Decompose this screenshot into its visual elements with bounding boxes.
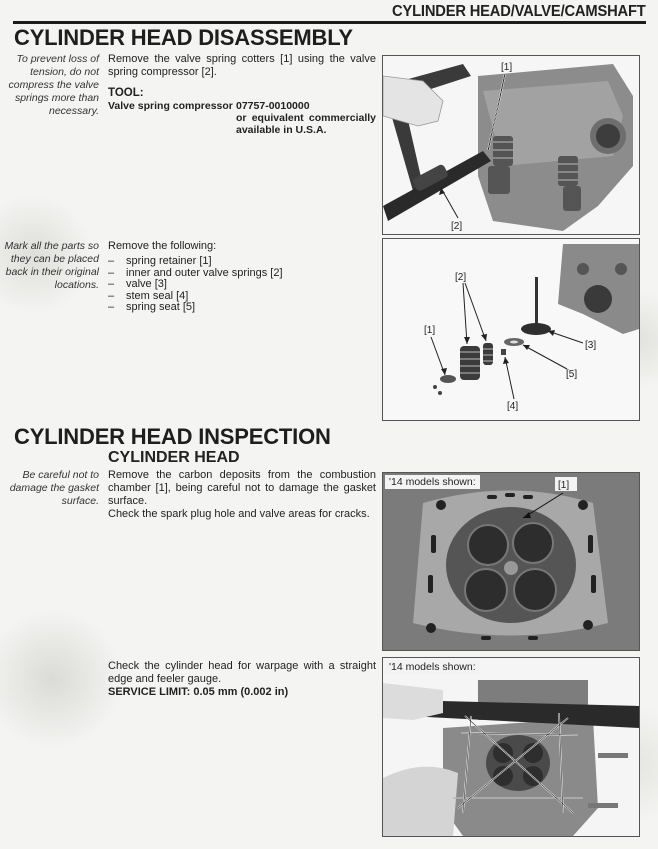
section-header: CYLINDER HEAD/VALVE/CAMSHAFT — [392, 3, 646, 20]
crack-check-text: Check the spark plug hole and valve area… — [108, 508, 370, 520]
callout-3: [3] — [585, 340, 596, 351]
disassembly-step2: Remove the following: spring retainer [1… — [108, 240, 376, 314]
tool-name: Valve spring compressor — [108, 100, 233, 112]
tool-number-block: 07757-0010000 or equivalent commercially… — [236, 100, 376, 136]
disassembly-step1: Remove the valve spring cotters [1] usin… — [108, 53, 376, 136]
warpage-check-illustration — [383, 658, 639, 836]
remove-intro: Remove the following: — [108, 240, 217, 252]
callout-1: [1] — [424, 325, 435, 336]
list-item: spring seat [5] — [108, 301, 376, 314]
tool-label: TOOL: — [108, 87, 144, 99]
tool-alternative: or equivalent commercially available in … — [236, 112, 376, 136]
figure-caption: '14 models shown: — [385, 475, 480, 489]
inspection-step1: Remove the carbon deposits from the comb… — [108, 469, 376, 521]
list-item: stem seal [4] — [108, 290, 376, 303]
disassembly-title: CYLINDER HEAD DISASSEMBLY — [14, 25, 353, 50]
caution-note-gasket: Be careful not to damage the gasket surf… — [9, 469, 99, 507]
spring-compressor-illustration: [1] [2] — [383, 56, 639, 234]
figure-combustion-chamber: [1] '14 models shown: — [382, 472, 640, 651]
step1-text: Remove the valve spring cotters [1] usin… — [108, 53, 376, 78]
callout-1: [1] — [558, 480, 569, 491]
list-item: spring retainer [1] — [108, 255, 376, 268]
caution-note-tension: To prevent loss of tension, do not compr… — [8, 53, 99, 117]
service-limit: SERVICE LIMIT: 0.05 mm (0.002 in) — [108, 686, 289, 698]
tool-number: 07757-0010000 — [236, 100, 310, 112]
remove-list: spring retainer [1] inner and outer valv… — [108, 255, 376, 314]
combustion-chamber-illustration: [1] — [383, 473, 639, 650]
list-item: valve [3] — [108, 278, 376, 291]
header-rule — [13, 21, 646, 24]
callout-2: [2] — [451, 221, 462, 232]
figure-valve-parts: [2] [1] [3] [5] [4] — [382, 238, 640, 421]
inspection-subtitle: CYLINDER HEAD — [108, 449, 240, 466]
valve-parts-illustration: [2] [1] [3] [5] [4] — [383, 239, 639, 420]
callout-1: [1] — [501, 62, 512, 73]
tool-row: Valve spring compressor 07757-0010000 or… — [108, 100, 376, 136]
warpage-text: Check the cylinder head for warpage with… — [108, 660, 376, 685]
inspection-step2: Check the cylinder head for warpage with… — [108, 660, 376, 699]
figure-spring-compressor: [1] [2] — [382, 55, 640, 235]
inspection-title: CYLINDER HEAD INSPECTION — [14, 424, 331, 449]
callout-5: [5] — [566, 369, 577, 380]
figure-caption: '14 models shown: — [385, 660, 480, 674]
note-mark-parts: Mark all the parts so they can be placed… — [4, 240, 99, 291]
figure-warpage-check: '14 models shown: — [382, 657, 640, 837]
callout-4: [4] — [507, 401, 518, 412]
callout-2: [2] — [455, 272, 466, 283]
carbon-deposit-text: Remove the carbon deposits from the comb… — [108, 469, 376, 507]
list-item: inner and outer valve springs [2] — [108, 267, 376, 280]
